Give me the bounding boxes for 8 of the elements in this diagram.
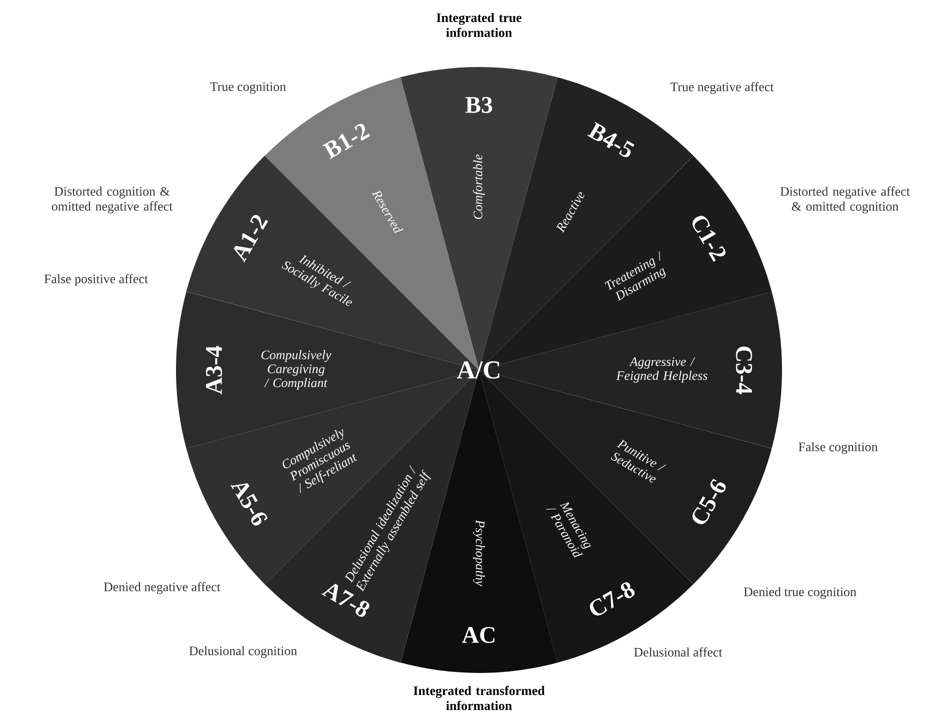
- outer-label: False positive affect: [44, 274, 148, 286]
- outer-label: Integrated transformed information: [414, 686, 545, 710]
- outer-label: Denied true cognition: [744, 587, 856, 599]
- node-label: B4-5: [587, 122, 634, 158]
- outer-label: Denied negative affect: [104, 582, 220, 594]
- outer-label: Integrated true information: [436, 12, 522, 38]
- outer-label: Distorted cognition & omitted negative affect: [52, 186, 173, 214]
- outer-label: False cognition: [798, 442, 878, 454]
